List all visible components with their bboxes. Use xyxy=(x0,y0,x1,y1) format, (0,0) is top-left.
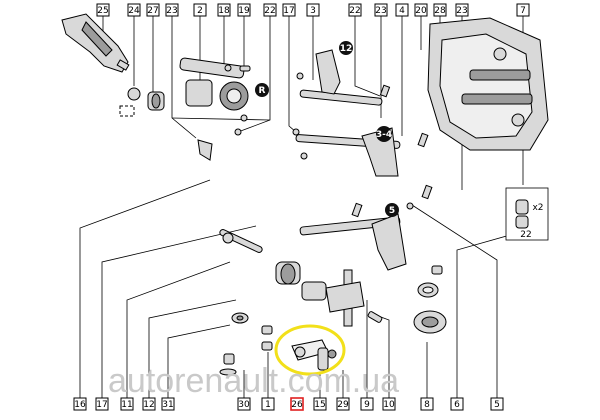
svg-text:5: 5 xyxy=(389,206,395,216)
top-labels: 25 24 27 23 2 18 19 22 17 3 22 23 4 20 2… xyxy=(96,3,530,17)
svg-text:5: 5 xyxy=(494,400,500,410)
svg-text:16: 16 xyxy=(74,400,86,410)
svg-text:2: 2 xyxy=(197,6,203,16)
svg-text:12: 12 xyxy=(143,400,154,410)
callout-20: 20 xyxy=(414,3,428,17)
leader-lines xyxy=(79,16,524,398)
svg-text:6: 6 xyxy=(454,400,460,410)
svg-text:3-4: 3-4 xyxy=(376,130,392,140)
gear-mark-12: 12 xyxy=(339,41,353,55)
callout-18: 18 xyxy=(217,3,231,17)
callout-15: 15 xyxy=(313,397,327,411)
svg-text:12: 12 xyxy=(340,44,353,54)
right-seals xyxy=(413,282,447,334)
callout-7: 7 xyxy=(516,3,530,17)
svg-text:28: 28 xyxy=(434,6,446,16)
callout-2: 2 xyxy=(193,3,207,17)
watermark: autorenault.com.ua xyxy=(108,362,399,400)
callout-4: 4 xyxy=(395,3,409,17)
callout-25: 25 xyxy=(96,3,110,17)
svg-text:27: 27 xyxy=(147,6,158,16)
svg-text:22: 22 xyxy=(349,6,360,16)
callout-6: 6 xyxy=(450,397,464,411)
svg-text:24: 24 xyxy=(128,6,140,16)
gear-mark-3-4: 3-4 xyxy=(376,126,392,142)
svg-text:15: 15 xyxy=(314,400,325,410)
svg-text:9: 9 xyxy=(364,400,370,410)
clutch-fork xyxy=(61,13,130,73)
fork-rod-1st-2nd xyxy=(292,49,383,160)
callout-17-bottom: 17 xyxy=(95,397,109,411)
callout-3: 3 xyxy=(306,3,320,17)
svg-text:18: 18 xyxy=(218,6,230,16)
callout-23a: 23 xyxy=(165,3,179,17)
svg-text:3: 3 xyxy=(310,6,316,16)
svg-text:17: 17 xyxy=(283,6,294,16)
detail-inset-label: 22 xyxy=(520,230,531,240)
callout-27: 27 xyxy=(146,3,160,17)
svg-text:23: 23 xyxy=(456,6,467,16)
svg-text:4: 4 xyxy=(399,6,405,16)
svg-text:10: 10 xyxy=(383,400,395,410)
small-parts-left xyxy=(219,312,273,376)
callout-17: 17 xyxy=(282,3,296,17)
callout-23c: 23 xyxy=(455,3,469,17)
svg-text:20: 20 xyxy=(415,6,427,16)
detail-inset: x2 22 xyxy=(505,187,549,241)
svg-text:30: 30 xyxy=(238,400,250,410)
release-bearing xyxy=(119,87,165,117)
svg-text:29: 29 xyxy=(337,400,349,410)
selector-lever-assembly xyxy=(219,229,383,327)
svg-text:22: 22 xyxy=(264,6,275,16)
svg-text:17: 17 xyxy=(96,400,107,410)
svg-text:31: 31 xyxy=(162,400,173,410)
callout-22b: 22 xyxy=(348,3,362,17)
callout-26-highlighted: 26 xyxy=(290,397,304,411)
kit-qty-label: x2 xyxy=(532,203,543,213)
gear-markers: 12 3-4 R 5 xyxy=(255,41,399,217)
callout-24: 24 xyxy=(127,3,141,17)
highlight-ring xyxy=(274,324,346,376)
gearbox-housing xyxy=(427,17,549,151)
callout-8: 8 xyxy=(420,397,434,411)
svg-text:1: 1 xyxy=(265,400,271,410)
callout-28: 28 xyxy=(433,3,447,17)
callout-5: 5 xyxy=(490,397,504,411)
svg-text:11: 11 xyxy=(121,400,132,410)
reverse-shaft-assembly xyxy=(179,57,251,161)
callout-23b: 23 xyxy=(374,3,388,17)
svg-text:23: 23 xyxy=(375,6,386,16)
highlighted-part-26 xyxy=(274,324,346,376)
callout-1: 1 xyxy=(261,397,275,411)
svg-text:7: 7 xyxy=(520,6,526,16)
svg-text:25: 25 xyxy=(97,6,108,16)
svg-text:23: 23 xyxy=(166,6,177,16)
svg-text:R: R xyxy=(259,86,266,96)
svg-text:8: 8 xyxy=(424,400,430,410)
svg-text:19: 19 xyxy=(238,6,250,16)
gear-mark-5: 5 xyxy=(385,203,399,217)
fork-rod-5th xyxy=(299,184,443,275)
gear-mark-r: R xyxy=(255,83,269,97)
callout-16: 16 xyxy=(73,397,87,411)
svg-text:26: 26 xyxy=(291,400,303,410)
callout-22a: 22 xyxy=(263,3,277,17)
callout-19: 19 xyxy=(237,3,251,17)
